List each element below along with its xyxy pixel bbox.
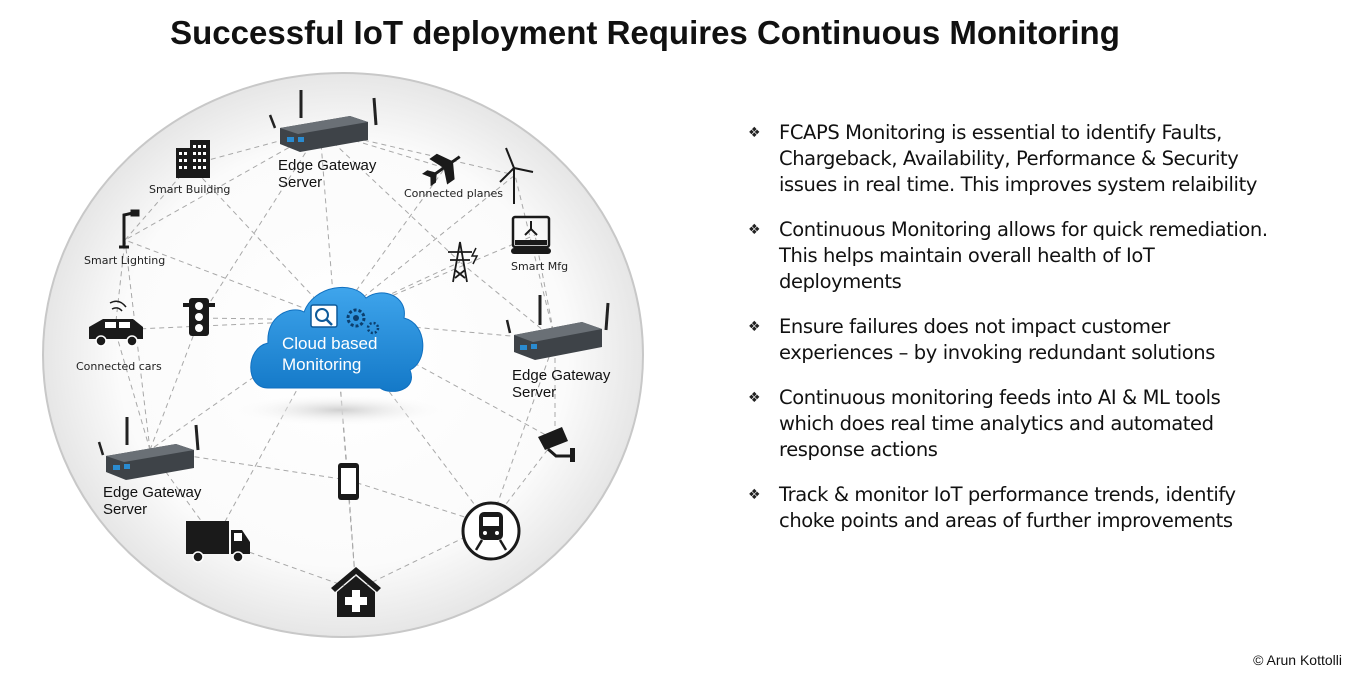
bullet-text: Track & monitor IoT performance trends, … (779, 483, 1236, 532)
bullet-diamond-icon: ❖ (748, 222, 761, 238)
label-smart-lighting: Smart Lighting (84, 254, 165, 267)
benefits-list: ❖ FCAPS Monitoring is essential to ident… (748, 120, 1268, 553)
bullet-diamond-icon: ❖ (748, 125, 761, 141)
list-item: ❖ Continuous monitoring feeds into AI & … (748, 385, 1268, 463)
bullet-text: Ensure failures does not impact customer… (779, 315, 1215, 364)
gateway-top-line2: Server (278, 174, 322, 191)
bullet-text: Continuous Monitoring allows for quick r… (779, 218, 1268, 293)
street-light-icon (119, 209, 140, 249)
gateway-left-line1: Edge Gateway (103, 484, 202, 501)
cloud-monitoring: Cloud based Monitoring (250, 286, 424, 392)
label-smart-mfg: Smart Mfg (511, 260, 568, 273)
wind-turbine-icon (499, 147, 534, 204)
monitor-search-icon (310, 304, 338, 328)
label-smart-building: Smart Building (149, 183, 230, 196)
bullet-diamond-icon: ❖ (748, 319, 761, 335)
mobile-phone-icon (338, 463, 359, 500)
list-item: ❖ Track & monitor IoT performance trends… (748, 482, 1268, 534)
list-item: ❖ Continuous Monitoring allows for quick… (748, 217, 1268, 295)
traffic-light-icon (183, 298, 215, 336)
smart-building-icon (176, 140, 210, 178)
bullet-diamond-icon: ❖ (748, 390, 761, 406)
cloud-shadow (230, 394, 450, 426)
bullet-text: Continuous monitoring feeds into AI & ML… (779, 386, 1221, 461)
gateway-right-line1: Edge Gateway (512, 367, 611, 384)
airplane-icon (422, 153, 461, 187)
bullet-diamond-icon: ❖ (748, 487, 761, 503)
gateway-right-line2: Server (512, 384, 556, 401)
connected-car-icon (89, 300, 143, 347)
edge-gateway-top: Edge Gateway Server (268, 90, 378, 191)
edge-gateway-right: Edge Gateway Server (505, 295, 611, 401)
gateway-left-line2: Server (103, 501, 147, 518)
train-icon (461, 501, 521, 561)
list-item: ❖ FCAPS Monitoring is essential to ident… (748, 120, 1268, 198)
copyright-notice: © Arun Kottolli (1253, 652, 1342, 668)
bullet-text: FCAPS Monitoring is essential to identif… (779, 121, 1257, 196)
label-connected-cars: Connected cars (76, 360, 162, 373)
slide-title: Successful IoT deployment Requires Conti… (170, 14, 1120, 51)
security-camera-icon (538, 427, 575, 462)
label-connected-planes: Connected planes (404, 187, 503, 200)
cloud-label-line1: Cloud based (282, 334, 377, 353)
edge-gateway-left: Edge Gateway Server (97, 417, 202, 518)
gateway-top-line1: Edge Gateway (278, 157, 377, 174)
factory-robot-icon (511, 215, 551, 254)
gears-icon (346, 308, 380, 335)
list-item: ❖ Ensure failures does not impact custom… (748, 314, 1268, 366)
power-tower-icon (448, 241, 479, 283)
cloud-label-line2: Monitoring (282, 355, 361, 374)
truck-icon (186, 521, 250, 563)
hospital-icon (331, 567, 381, 617)
